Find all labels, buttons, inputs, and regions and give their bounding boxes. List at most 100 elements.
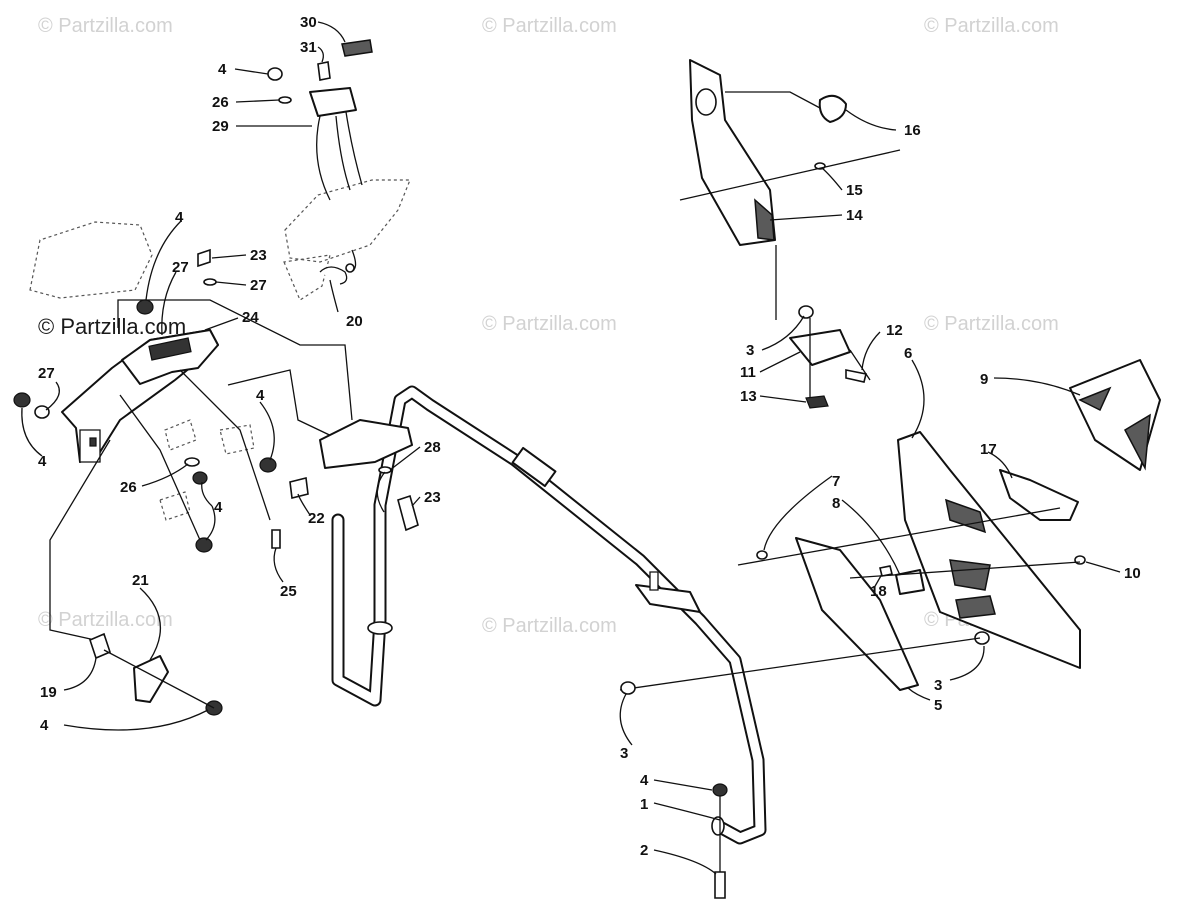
leader [987,451,1013,479]
washer-27 [203,278,217,286]
leader [119,394,201,541]
callout-label: 3 [746,342,754,359]
axis-line [849,561,1081,579]
ghost-bracket [219,424,255,455]
callout-label: 22 [308,510,325,527]
leader [411,496,421,507]
frame-tube-inner [333,387,765,843]
left-hardware [13,248,419,553]
callout-label: 4 [214,499,223,516]
callout-label: 4 [175,209,184,226]
nut-4 [192,471,208,485]
plate-21 [133,655,169,703]
nut-3 [620,681,636,695]
leader [809,318,871,398]
leader [234,68,269,75]
lower-left-mount [89,632,223,716]
knob-16 [818,94,847,123]
leader [317,46,324,63]
switch-29 [309,87,357,117]
leader [317,21,346,43]
spacer-19 [89,632,111,660]
watermark-layer: © Partzilla.com © Partzilla.com © Partzi… [38,15,1059,637]
leader [21,407,43,457]
callout-label: 4 [40,717,49,734]
watermark: © Partzilla.com [482,615,617,637]
spacer-18 [895,569,925,595]
washer-27 [34,405,50,419]
frame-sleeve [511,446,557,488]
leader [389,446,421,471]
leader [911,359,925,439]
ghost-gauge-cover [29,221,153,299]
leader [769,214,843,221]
ghost-parts [29,179,411,521]
ghost-bracket [159,491,191,521]
leader [205,505,216,541]
mid-right-mount [789,305,871,409]
leader [63,709,209,731]
screw-12 [845,369,867,383]
bolt-2 [714,871,726,899]
callout-label: 4 [218,61,227,78]
callout-label: 18 [870,583,887,600]
leader [761,315,805,351]
leader [329,279,339,313]
nut-4 [267,67,283,81]
tab-slot [89,437,97,447]
axis-line [679,149,901,201]
washer-26 [184,457,200,467]
leader [993,377,1081,396]
leader [139,587,162,661]
leader [211,254,247,259]
left-leaders [49,299,353,641]
footrest-5 [795,537,919,691]
plate-6 [897,431,1081,669]
callout-label: 1 [640,796,648,813]
callout-label: 9 [980,371,988,388]
nut-3 [798,305,814,319]
callout-label: 10 [1124,565,1141,582]
callout-label: 20 [346,313,363,330]
leader [873,573,883,589]
bottom-hardware [712,783,728,899]
leader [763,475,833,551]
frame-tab-plate [635,584,701,613]
gauge-housing-24 [121,329,219,385]
bolt-23 [397,494,419,532]
leader [215,281,247,286]
switch-assembly [267,39,373,285]
floorboard-assembly [619,359,1161,695]
callout-label: 23 [424,489,441,506]
plate-6-slot [945,498,987,534]
callout-label: 3 [934,677,942,694]
gauge-housing-face [148,337,192,361]
reflector-9-shade [1124,413,1151,471]
bracket-hole [695,88,717,116]
callout-label: 28 [424,439,441,456]
callout-label: 19 [40,684,57,701]
leader [907,687,931,701]
ghost-console [284,179,411,263]
leader [63,657,97,691]
callout-label: 27 [38,365,55,382]
wire-terminal [345,263,355,273]
leader [725,91,821,109]
callout-numbers: 30 31 4 26 29 4 23 27 27 20 24 27 4 4 28… [38,14,1141,859]
bracket-14-shade [754,198,775,241]
callout-label: 4 [640,772,649,789]
callout-label: 23 [250,247,267,264]
bolt-25 [271,529,281,549]
callout-label: 7 [832,473,840,490]
clip-22 [289,477,309,499]
leader [861,331,881,371]
callout-label: 26 [212,94,229,111]
washer-7 [756,550,768,560]
leader [1085,561,1121,573]
leader [949,645,985,681]
leader [49,439,111,641]
callout-label: 12 [886,322,903,339]
leader [259,401,275,461]
leader [227,369,341,441]
